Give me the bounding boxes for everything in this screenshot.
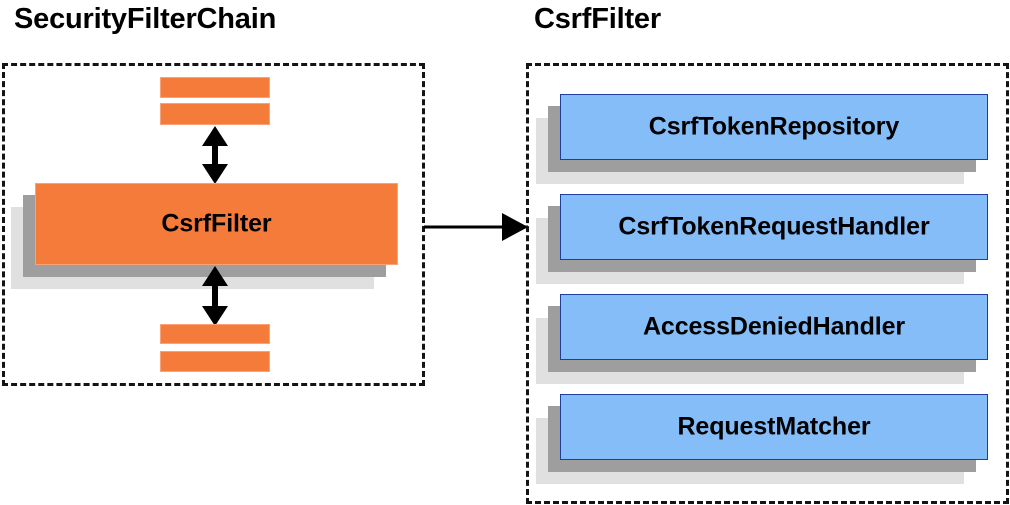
connector-shaft [424, 225, 528, 229]
card-face: AccessDeniedHandler [560, 294, 988, 360]
collaborator-card-request-matcher[interactable]: RequestMatcher [536, 394, 988, 484]
csrf-filter-label: CsrfFilter [161, 209, 272, 238]
card-face: CsrfTokenRequestHandler [560, 194, 988, 260]
arrowhead-down-icon [202, 164, 228, 184]
collaborator-label: AccessDeniedHandler [642, 312, 906, 341]
page-title-security-filter-chain: SecurityFilterChain [14, 3, 277, 35]
security-filter-chain-container [2, 63, 425, 386]
csrf-filter-card[interactable]: CsrfFilter [11, 183, 398, 289]
arrow-shaft [212, 140, 218, 170]
collaborator-card-csrf-token-request-handler[interactable]: CsrfTokenRequestHandler [536, 194, 988, 284]
card-face: CsrfFilter [35, 183, 398, 265]
arrowhead-up-icon [202, 266, 228, 286]
card-face: RequestMatcher [560, 394, 988, 460]
arrow-shaft [212, 280, 218, 312]
collaborator-label: RequestMatcher [677, 412, 871, 441]
page-title-csrf-filter: CsrfFilter [534, 3, 661, 35]
collaborator-card-csrf-token-repository[interactable]: CsrfTokenRepository [536, 94, 988, 184]
arrowhead-down-icon [202, 306, 228, 326]
arrowhead-right-icon [502, 213, 528, 241]
card-face: CsrfTokenRepository [560, 94, 988, 160]
filter-bar-lower-2 [160, 351, 270, 372]
arrowhead-up-icon [202, 126, 228, 146]
filter-bar-upper-1 [160, 77, 270, 98]
collaborator-card-access-denied-handler[interactable]: AccessDeniedHandler [536, 294, 988, 384]
arrow-up-down-lower [202, 266, 228, 326]
filter-bar-upper-2 [160, 103, 270, 125]
collaborator-label: CsrfTokenRequestHandler [618, 212, 930, 241]
arrow-up-down-upper [202, 126, 228, 184]
connector-arrow-right [424, 213, 528, 241]
collaborator-label: CsrfTokenRepository [648, 112, 900, 141]
filter-bar-lower-1 [160, 324, 270, 344]
csrf-filter-container [526, 63, 1009, 504]
